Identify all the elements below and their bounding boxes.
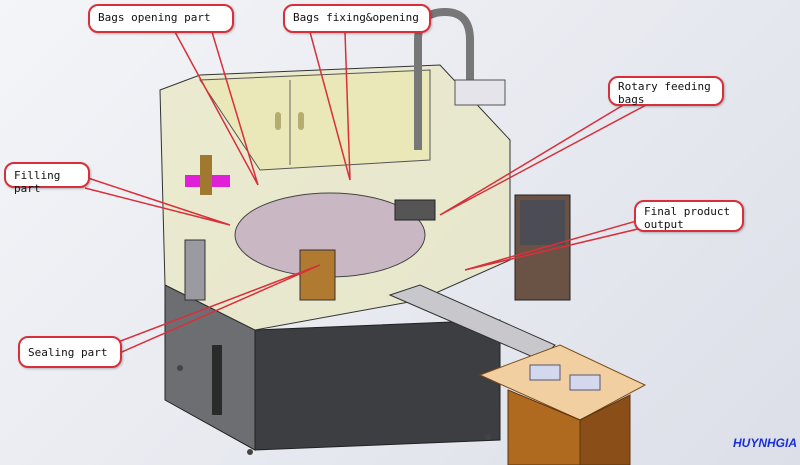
- callout-bags-fixing: Bags fixing&opening: [283, 4, 431, 33]
- callout-filling: Filling part: [4, 162, 90, 195]
- sealing-unit: [299, 249, 336, 301]
- product-bin-top: [478, 344, 647, 421]
- callout-bags-opening: Bags opening part: [88, 4, 234, 33]
- callout-final-output: Final product output: [634, 200, 744, 232]
- callout-rotary-feeding: Rotary feeding bags: [608, 76, 724, 106]
- machine-base-front: [254, 319, 501, 451]
- output-conveyor: [388, 284, 556, 361]
- product-bin: [507, 389, 581, 465]
- door-handle: [298, 112, 304, 130]
- watermark: HUYNHGIA: [733, 436, 798, 450]
- callout-sealing: Sealing part: [18, 336, 122, 368]
- base-label-plate: [212, 345, 222, 415]
- callout-pointers: [84, 31, 649, 356]
- door-handle: [275, 112, 281, 130]
- enclosure-back-panel: [199, 69, 431, 171]
